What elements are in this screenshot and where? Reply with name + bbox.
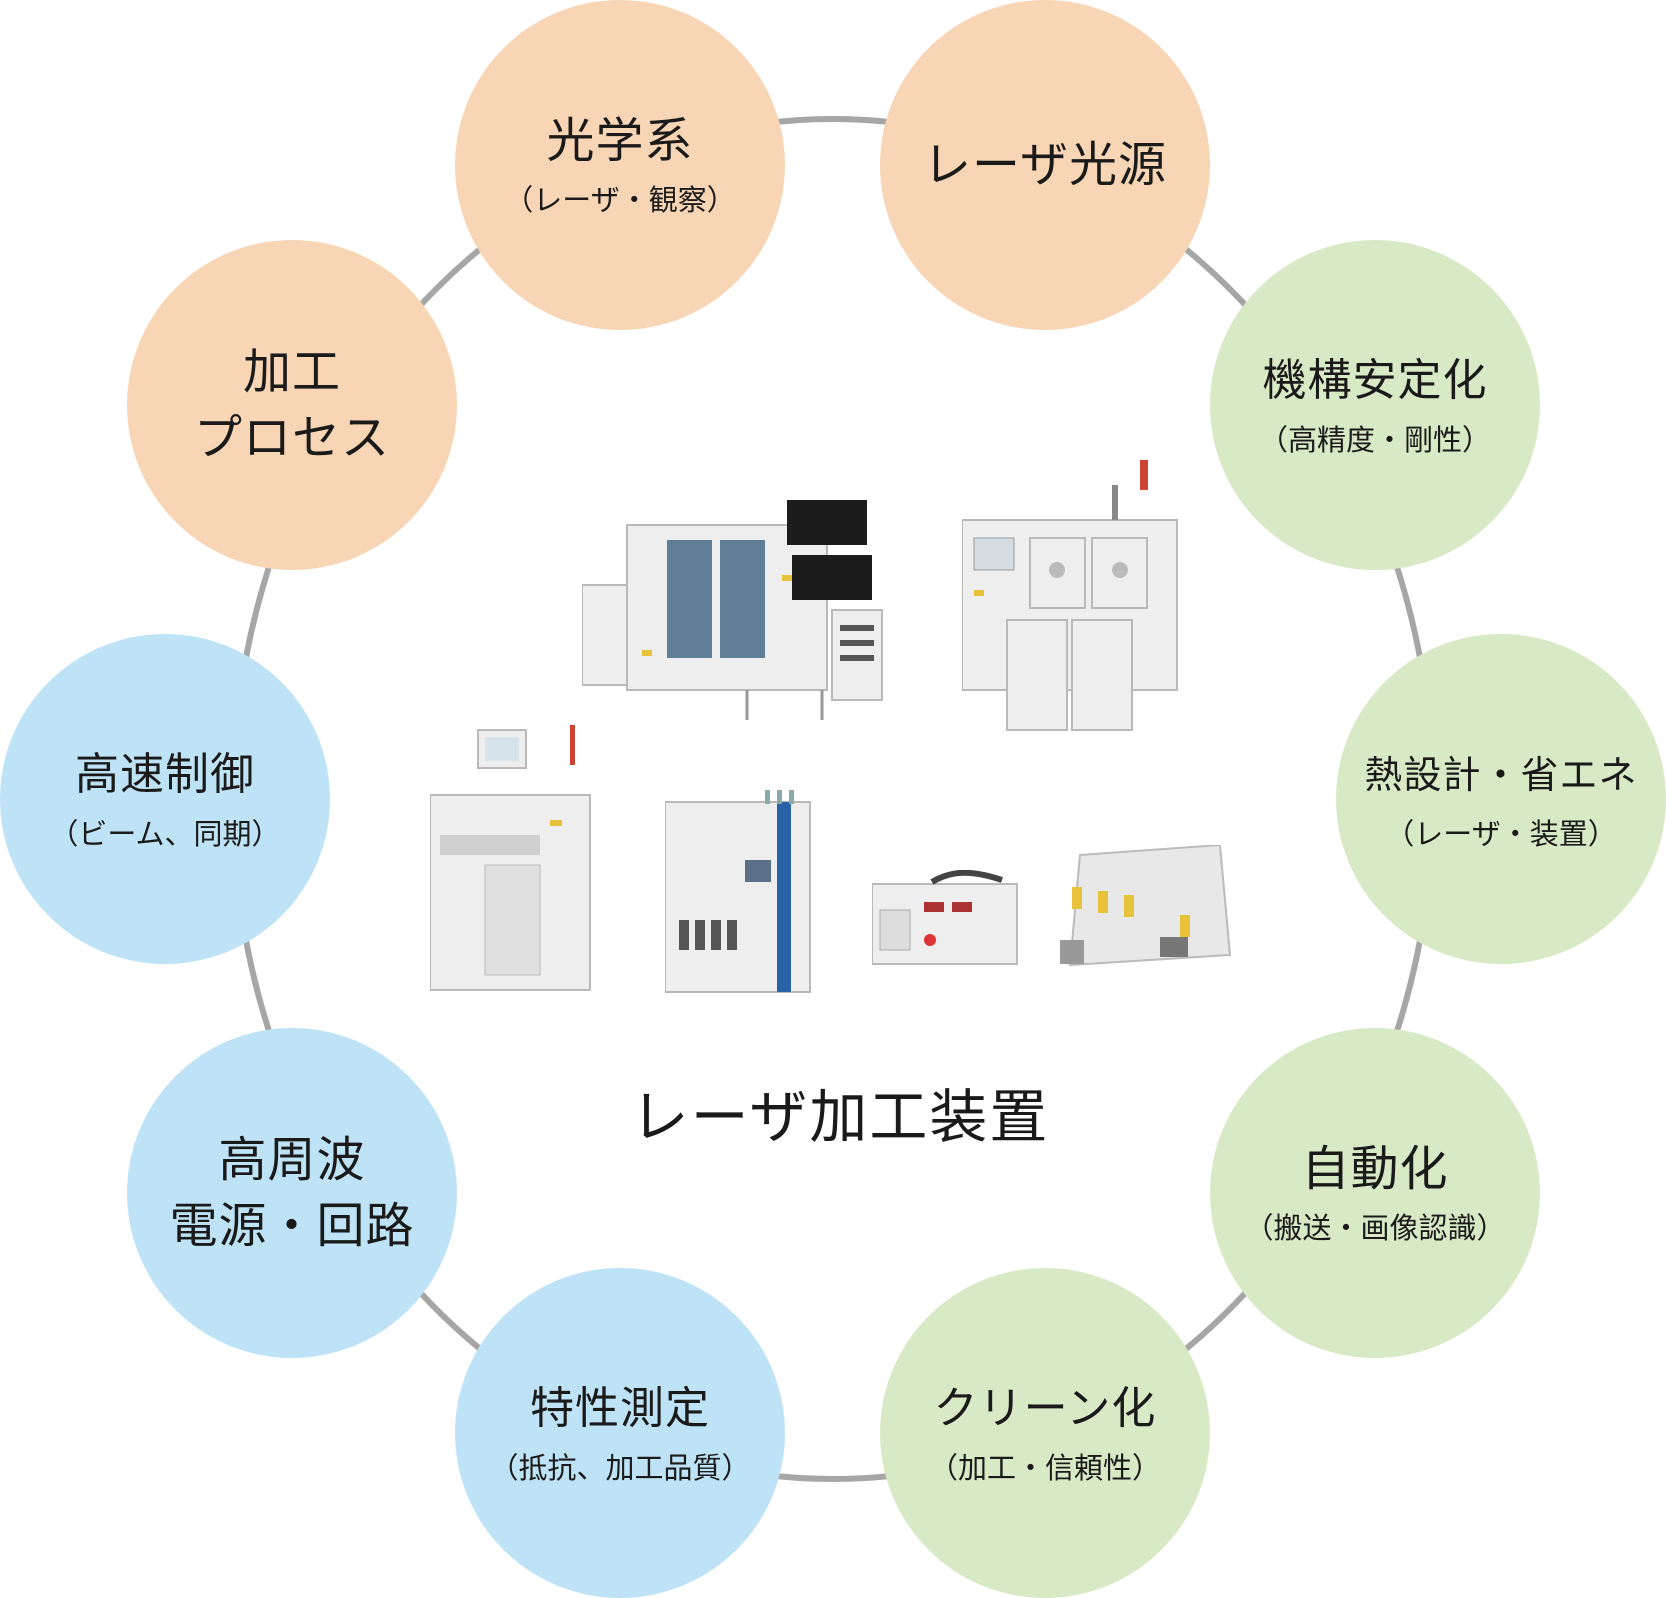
node-automation-sub: （搬送・画像認識） — [1244, 1211, 1506, 1245]
node-automation: 自動化 （搬送・画像認識） — [1210, 1028, 1540, 1358]
node-high-speed-control-sub: （ビーム、同期） — [49, 817, 281, 851]
machine-window-right — [720, 540, 765, 658]
node-laser-source-title: レーザ光源 — [922, 137, 1168, 193]
node-mechanism-stability: 機構安定化 （高精度・剛性） — [1210, 240, 1540, 570]
node-rf-power-title-1: 高周波 — [218, 1132, 366, 1188]
rack-slot — [840, 625, 874, 631]
monitor-bottom — [792, 555, 872, 600]
node-thermal-design-sub: （レーザ・装置） — [1385, 817, 1617, 851]
node-process-title-2: プロセス — [193, 410, 390, 466]
laser-processing-cabinet — [665, 790, 811, 993]
node-laser-source: レーザ光源 — [880, 0, 1210, 330]
laser-trimmer-compact — [430, 725, 591, 991]
twin-cabinet-right — [1071, 619, 1133, 731]
node-thermal-design: 熱設計・省エネ （レーザ・装置） — [1336, 634, 1666, 964]
node-mechanism-stability-title: 機構安定化 — [1262, 355, 1488, 406]
node-thermal-design-title: 熱設計・省エネ — [1364, 753, 1638, 797]
node-optics-title: 光学系 — [546, 113, 694, 169]
node-process-title-1: 加工 — [242, 344, 341, 400]
node-process: 加工 プロセス — [127, 240, 457, 570]
machine-side-unit — [582, 584, 633, 686]
node-optics-sub: （レーザ・観察） — [504, 183, 736, 217]
twin-cabinet-left — [1006, 619, 1068, 731]
node-rf-power-title-2: 電源・回路 — [169, 1198, 415, 1254]
laser-power-supply — [872, 870, 1018, 965]
node-cleanliness-title: クリーン化 — [933, 1383, 1157, 1434]
node-rf-power: 高周波 電源・回路 — [127, 1028, 457, 1358]
node-high-speed-control: 高速制御 （ビーム、同期） — [0, 634, 330, 964]
laser-processing-system-large — [582, 500, 883, 720]
node-measurement: 特性測定 （抵抗、加工品質） — [455, 1268, 785, 1598]
center-title: レーザ加工装置 — [630, 1083, 1050, 1151]
node-automation-title: 自動化 — [1301, 1141, 1449, 1197]
laser-processing-system-twin — [962, 460, 1178, 731]
node-high-speed-control-title: 高速制御 — [75, 749, 255, 800]
warning-label — [782, 575, 792, 581]
node-cleanliness: クリーン化 （加工・信頼性） — [880, 1268, 1210, 1598]
node-mechanism-stability-sub: （高精度・剛性） — [1258, 423, 1491, 457]
twin-display — [973, 537, 1015, 571]
cabinet-blue-stripe — [777, 802, 791, 992]
node-cleanliness-sub: （加工・信頼性） — [928, 1451, 1161, 1485]
node-optics: 光学系 （レーザ・観察） — [455, 0, 785, 330]
node-measurement-title: 特性測定 — [530, 1383, 710, 1434]
rack-slot — [840, 640, 874, 646]
node-measurement-sub: （抵抗、加工品質） — [489, 1451, 751, 1485]
monitor-top — [787, 500, 867, 545]
rack-slot — [840, 655, 874, 661]
machine-window-left — [667, 540, 712, 658]
laser-head-module — [1060, 845, 1232, 967]
warning-label — [642, 650, 652, 656]
